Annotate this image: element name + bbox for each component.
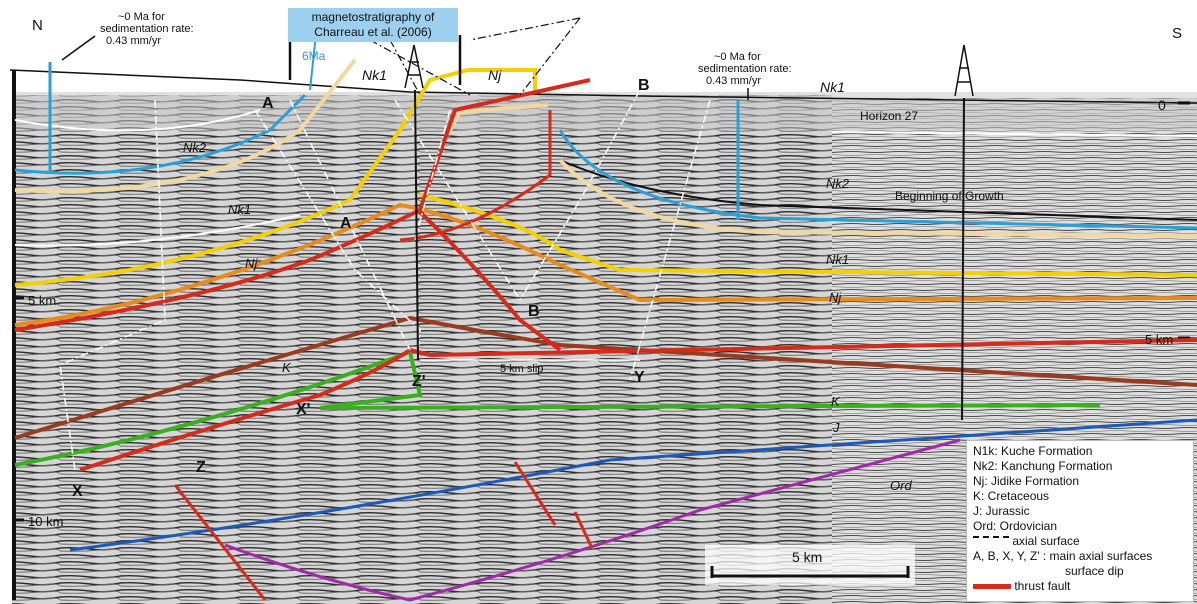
nk1-right-label: Nk1 <box>826 252 849 267</box>
sed-right-1: ~0 Ma for <box>714 51 761 63</box>
axial-surfaces <box>59 89 711 471</box>
magnetostratigraphy-callout: magnetostratigraphy of Charreau et al. (… <box>288 8 458 42</box>
axial-surfaces-projected <box>369 17 581 96</box>
nj-left-label: Nj <box>245 256 258 271</box>
scale-bar-marks <box>710 566 910 578</box>
sed-left-3: 0.43 mm/yr <box>106 35 161 47</box>
axial-b-mid: B <box>528 303 540 320</box>
age-6ma-label: 6Ma <box>302 49 326 63</box>
age-6ma-arrow <box>309 33 317 91</box>
nk1-top-label-a: Nk1 <box>362 67 387 83</box>
axial-a-top: A <box>262 95 274 112</box>
thrust-fault-deep-1 <box>173 484 267 601</box>
nj-top-label: Nj <box>488 67 502 83</box>
white-horizon-left <box>14 109 261 132</box>
legend-ord: Ord: Ordovician <box>973 519 1058 533</box>
axial-b-top: B <box>638 77 650 94</box>
sed-left-2: sedimentation rate: <box>100 23 194 35</box>
legend: N1k: Kuche Formation Nk2: Kanchung Forma… <box>966 440 1194 602</box>
nk2-left-label: Nk2 <box>183 140 207 155</box>
thrust-fault-branch-2 <box>399 110 552 242</box>
depth-0: 0 <box>1158 97 1166 113</box>
legend-thrust: thrust fault <box>1014 579 1071 593</box>
legend-axial: axial surface <box>1012 534 1080 548</box>
depth-10: 10 km <box>28 514 63 529</box>
south-label: S <box>1172 25 1182 42</box>
axial-y: Y <box>634 369 645 386</box>
axial-x: X <box>72 483 83 500</box>
depth-5-right: 5 km <box>1145 332 1173 347</box>
k-left-label: K <box>282 360 292 375</box>
j-right-label: J <box>832 420 840 435</box>
nj-right-label: Nj <box>829 290 842 305</box>
thrust-fault-symbol-icon <box>973 584 1011 590</box>
nk1-horizon-far-right <box>558 158 1197 238</box>
k-horizon <box>14 315 1197 440</box>
slip-label: 5 km slip <box>500 363 543 375</box>
well-right <box>961 97 965 421</box>
magnetostratigraphy-text: magnetostratigraphy of Charreau et al. (… <box>311 10 435 39</box>
scale-bar-label: 5 km <box>792 549 822 565</box>
scale-bar-bg <box>705 545 915 585</box>
white-horizon-left-2 <box>14 214 301 247</box>
topographic-surface <box>9 69 1197 104</box>
legend-n1k: N1k: Kuche Formation <box>973 444 1093 458</box>
axial-z: Z <box>196 459 206 476</box>
depth-5-left: 5 km <box>28 293 56 308</box>
sed-right-3: 0.43 mm/yr <box>706 75 761 87</box>
nj-deep-horizon <box>14 202 1197 327</box>
growth-label: Beginning of Growth <box>895 189 1004 203</box>
legend-j: J: Jurassic <box>973 504 1030 518</box>
legend-dip: surface dip <box>1065 564 1124 578</box>
sed-right-2: sedimentation rate: <box>698 63 792 75</box>
axial-x-prime: X' <box>296 401 310 418</box>
legend-thrust-row: thrust fault <box>973 579 1187 594</box>
nk1-top-label-b: Nk1 <box>820 79 845 95</box>
legend-nk2: Nk2: Kanchung Formation <box>973 459 1113 473</box>
nk1-horizon-right <box>446 103 549 136</box>
nj-horizon-left <box>14 68 469 287</box>
north-label: N <box>32 17 43 34</box>
legend-nj: Nj: Jidike Formation <box>973 474 1080 488</box>
legend-dip-row: surface dip <box>973 564 1187 579</box>
axial-a-mid: A <box>340 215 352 232</box>
thrust-fault-branch <box>418 210 562 352</box>
ord-label: Ord <box>890 478 912 493</box>
legend-axial-row: axial surface <box>973 534 1187 549</box>
nj-horizon-top <box>468 68 537 92</box>
sed-left-1: ~0 Ma for <box>118 11 165 23</box>
sed-leader-left <box>61 35 96 61</box>
nj-horizon-right <box>419 193 1197 277</box>
growth-line <box>559 159 1197 221</box>
axial-surface-symbol-icon <box>973 535 1009 548</box>
j-horizon <box>69 418 1197 552</box>
axial-z-prime: Z' <box>412 373 426 390</box>
ord-horizon <box>224 438 961 602</box>
nk1-left-label: Nk1 <box>228 202 251 217</box>
nk2-right-label: Nk2 <box>826 176 850 191</box>
k-right-label: K <box>831 394 841 409</box>
legend-k: K: Cretaceous <box>973 489 1050 503</box>
near-surface-band <box>12 92 1197 130</box>
thrust-fault-deep-3 <box>573 511 594 549</box>
well-left <box>414 89 419 361</box>
legend-main-axial: A, B, X, Y, Z' : main axial surfaces <box>973 549 1153 563</box>
thrust-fault-main <box>79 338 1197 472</box>
thrust-fault-upper <box>14 78 591 332</box>
horizon-27-label: Horizon 27 <box>860 109 918 123</box>
thrust-fault-deep-2 <box>513 461 557 526</box>
nk1-horizon-left <box>14 58 357 194</box>
horizon-27-line <box>831 131 1197 137</box>
derrick-left-icon <box>404 44 424 89</box>
derrick-right-icon <box>954 44 974 97</box>
